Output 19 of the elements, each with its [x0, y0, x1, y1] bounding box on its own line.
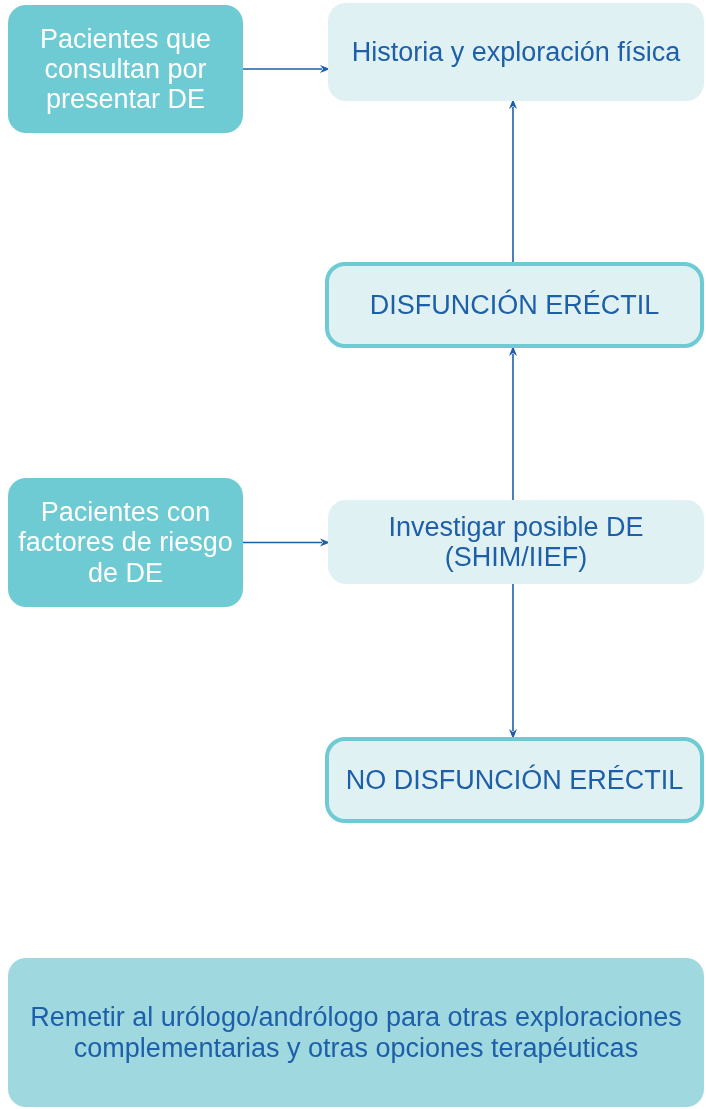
node-label: Investigar posible DE (SHIM/IIEF) — [387, 511, 645, 573]
node-label: NO DISFUNCIÓN ERÉCTIL — [345, 764, 684, 796]
process-box — [328, 3, 704, 101]
node-label: Pacientes que consultan por presentar DE — [38, 23, 213, 115]
node-label: DISFUNCIÓN ERÉCTIL — [369, 289, 660, 321]
node-label: Historia y exploración física — [351, 36, 681, 68]
arrow — [509, 99, 517, 263]
arrow — [509, 346, 517, 501]
process-box — [328, 500, 704, 584]
patient-box — [8, 478, 243, 607]
node-label: Pacientes con factores de riesgo de DE — [18, 497, 233, 588]
arrow — [242, 538, 330, 547]
arrow — [509, 583, 517, 739]
outcome-box — [325, 262, 704, 348]
patient-box — [8, 5, 243, 133]
referral-box — [8, 958, 704, 1107]
arrow — [242, 65, 330, 73]
node-label: Remetir al urólogo/andrólogo para otras exploraciones complementarias y otras opciones terapéuticas — [29, 1002, 683, 1063]
outcome-box — [325, 737, 704, 823]
